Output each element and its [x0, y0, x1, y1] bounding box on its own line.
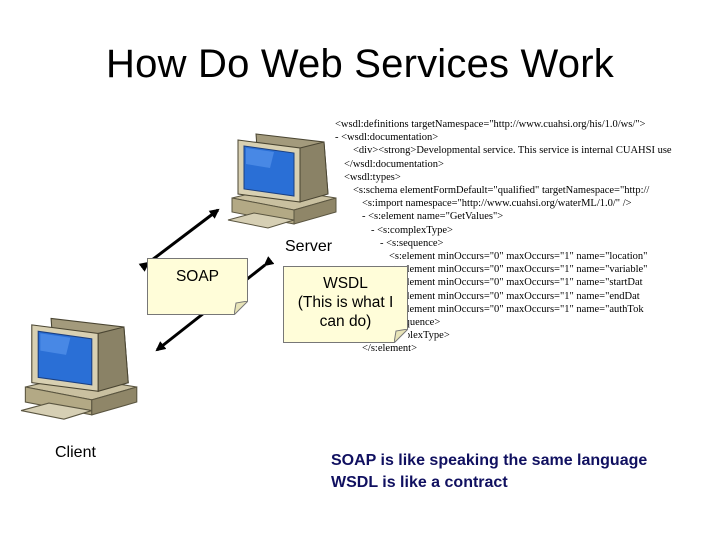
- wsdl-code-line: <s:element minOccurs="0" maxOccurs="1" n…: [389, 264, 648, 276]
- soap-note: SOAP: [147, 258, 248, 315]
- wsdl-code-line: - <s:sequence>: [380, 237, 444, 249]
- server-computer-icon: [227, 133, 337, 229]
- note-fold-corner: [394, 329, 408, 343]
- wsdl-code-line: </wsdl:documentation>: [344, 158, 444, 170]
- caption-line-soap: SOAP is like speaking the same language: [331, 452, 648, 469]
- wsdl-code-line: <s:import namespace="http://www.cuahsi.o…: [362, 198, 632, 210]
- wsdl-note: WSDL (This is what I can do): [283, 266, 408, 343]
- wsdl-code-line: <wsdl:types>: [344, 171, 401, 183]
- wsdl-code-line: </s:sequence>: [380, 317, 441, 329]
- note-fold-corner: [234, 301, 248, 315]
- wsdl-code-line: <s:element minOccurs="0" maxOccurs="1" n…: [389, 251, 648, 263]
- wsdl-code-line: - <s:element name="GetValues">: [362, 211, 504, 223]
- wsdl-code-line: <div><strong>Developmental service. This…: [353, 145, 672, 157]
- request-arrow: [138, 208, 220, 272]
- caption-block: SOAP is like speaking the same language …: [331, 450, 647, 494]
- wsdl-code-listing: <wsdl:definitions targetNamespace="http:…: [335, 118, 715, 390]
- soap-note-text: SOAP: [175, 268, 220, 285]
- wsdl-code-line: - <wsdl:documentation>: [335, 132, 439, 144]
- wsdl-code-line: </s:element>: [362, 343, 417, 355]
- server-label: Server: [285, 238, 333, 255]
- wsdl-code-line: <s:element minOccurs="0" maxOccurs="1" n…: [389, 277, 643, 289]
- slide-title: How Do Web Services Work: [106, 42, 614, 86]
- wsdl-note-line-1: WSDL: [323, 275, 368, 292]
- wsdl-code-line: <s:schema elementFormDefault="qualified"…: [353, 185, 650, 197]
- wsdl-code-line: <wsdl:definitions targetNamespace="http:…: [335, 119, 646, 130]
- wsdl-code-line: <s:element minOccurs="0" maxOccurs="1" n…: [389, 290, 640, 302]
- client-label: Client: [55, 444, 96, 461]
- caption-line-wsdl: WSDL is like a contract: [331, 474, 508, 491]
- wsdl-note-line-3: can do): [319, 313, 372, 330]
- wsdl-code-line: </s:complexType>: [371, 330, 450, 342]
- wsdl-code-line: <s:element minOccurs="0" maxOccurs="1" n…: [389, 303, 644, 315]
- wsdl-note-line-2: (This is what I: [297, 294, 394, 311]
- client-computer-icon: [20, 317, 138, 420]
- wsdl-code-line: - <s:complexType>: [371, 224, 453, 236]
